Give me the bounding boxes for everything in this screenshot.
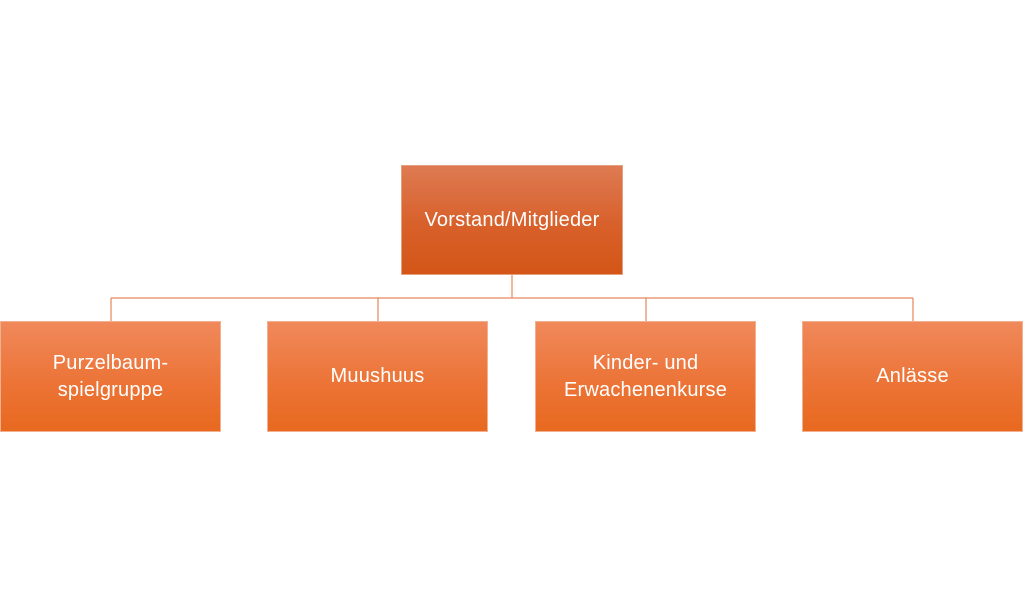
root-node-vorstand: Vorstand/Mitglieder (401, 165, 623, 275)
child-node-muushuus: Muushuus (267, 321, 488, 432)
child-node-anlaesse: Anlässe (802, 321, 1023, 432)
child-node-kurse: Kinder- und Erwachenenkurse (535, 321, 756, 432)
child-node-purzelbaumspielgruppe: Purzelbaum- spielgruppe (0, 321, 221, 432)
